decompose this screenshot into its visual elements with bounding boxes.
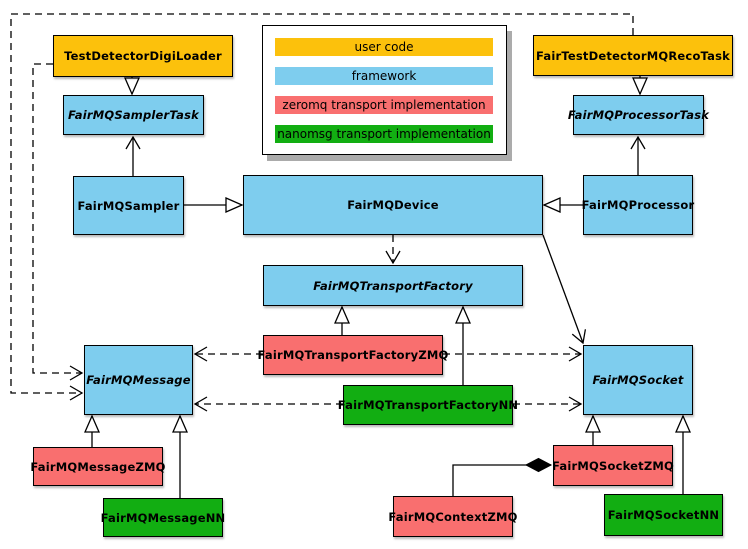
class-label: FairMQMessageZMQ: [30, 459, 166, 474]
class-box-fairmq-sampler: FairMQSampler: [73, 176, 184, 235]
class-label: FairMQSampler: [77, 198, 180, 213]
class-label: FairMQSocketZMQ: [552, 458, 674, 473]
class-label: FairTestDetectorMQRecoTask: [536, 48, 730, 63]
legend-item-nanomsg: nanomsg transport implementation: [275, 125, 493, 143]
class-box-fairmq-socket-zmq: FairMQSocketZMQ: [552, 445, 674, 486]
class-label: FairMQMessageNN: [100, 510, 226, 525]
class-label: FairMQSocketNN: [607, 508, 720, 522]
legend: user code framework zeromq transport imple…: [262, 25, 507, 155]
class-box-fairmq-transport-factory: FairMQTransportFactory: [263, 265, 523, 306]
class-box-fairmq-transport-factory-zmq: FairMQTransportFactoryZMQ: [258, 335, 448, 375]
legend-item-framework: framework: [275, 67, 493, 85]
class-label: FairMQTransportFactory: [313, 278, 473, 293]
class-box-fairmq-context-zmq: FairMQContextZMQ: [388, 496, 517, 537]
class-box-fairmq-processor: FairMQProcessor: [581, 175, 695, 235]
class-box-test-detector-digi-loader: TestDetectorDigiLoader: [53, 35, 233, 77]
class-box-fairmq-message-nn: FairMQMessageNN: [100, 498, 226, 537]
edge-comp-contextzmq-socketzmq: [452, 465, 551, 496]
class-box-fairmq-message: FairMQMessage: [84, 345, 193, 415]
class-label: FairMQDevice: [347, 198, 439, 212]
class-box-fairmq-processor-task: FairMQProcessorTask: [568, 95, 709, 135]
class-label: FairMQProcessorTask: [567, 108, 710, 122]
class-box-fairmq-socket: FairMQSocket: [583, 345, 693, 415]
class-label: FairMQSocket: [592, 373, 684, 387]
class-box-fairmq-transport-factory-nn: FairMQTransportFactoryNN: [338, 385, 518, 425]
legend-item-zeromq: zeromq transport implementation: [275, 96, 493, 114]
class-box-fairmq-device: FairMQDevice: [243, 175, 543, 235]
class-box-fairmq-socket-nn: FairMQSocketNN: [604, 494, 723, 536]
class-box-fair-test-detector-mq-reco-task: FairTestDetectorMQRecoTask: [533, 35, 733, 76]
class-label: FairMQMessage: [86, 373, 191, 387]
class-label: FairMQTransportFactoryNN: [337, 398, 519, 412]
class-label: FairMQProcessor: [581, 198, 695, 212]
class-box-fairmq-message-zmq: FairMQMessageZMQ: [30, 447, 166, 486]
legend-item-user_code: user code: [275, 38, 493, 56]
class-label: TestDetectorDigiLoader: [64, 49, 222, 63]
class-label: FairMQTransportFactoryZMQ: [257, 348, 449, 362]
class-label: FairMQContextZMQ: [388, 509, 518, 524]
edge-assoc-device-socket: [542, 234, 587, 345]
class-label: FairMQSamplerTask: [68, 108, 199, 122]
class-box-fairmq-sampler-task: FairMQSamplerTask: [63, 95, 204, 135]
